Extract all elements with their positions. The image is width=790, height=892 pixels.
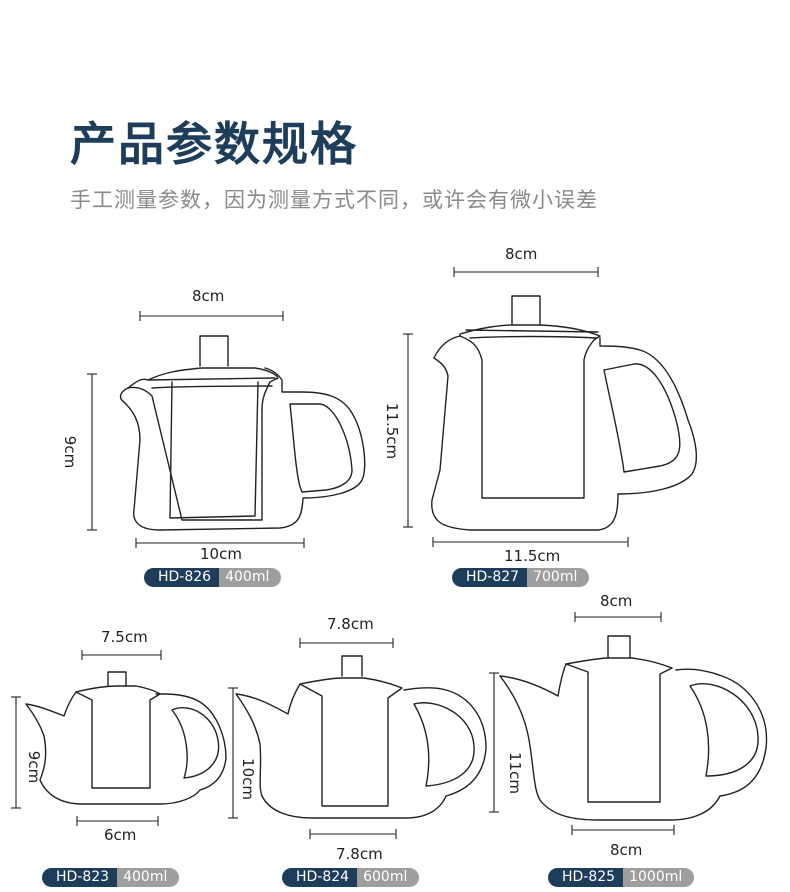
height-label-hd-824: 10cm (238, 758, 257, 800)
capacity: 700ml (527, 568, 590, 587)
teapot-hd-825 (499, 635, 768, 821)
model-name: HD-825 (548, 868, 624, 887)
teapot-hd-824 (235, 655, 487, 819)
model-badge-hd-825: HD-825 1000ml (548, 868, 695, 887)
bottom-width-label-hd-827: 11.5cm (504, 547, 561, 565)
teapot-hd-827 (431, 295, 698, 531)
model-badge-hd-823: HD-823 400ml (42, 868, 180, 887)
model-name: HD-823 (42, 868, 118, 887)
height-label-hd-827: 11.5cm (383, 402, 402, 460)
bottom-width-label-hd-826: 10cm (200, 545, 242, 563)
bottom-width-label-hd-825: 8cm (610, 841, 643, 859)
model-badge-hd-824: HD-824 600ml (282, 868, 420, 887)
top-width-label-hd-827: 8cm (505, 245, 538, 263)
capacity: 400ml (219, 568, 282, 587)
bottom-width-label-hd-824: 7.8cm (336, 845, 383, 863)
capacity: 600ml (357, 868, 420, 887)
teapot-hd-826 (119, 335, 366, 531)
top-width-label-hd-826: 8cm (192, 287, 225, 305)
page-title: 产品参数规格 (70, 117, 358, 171)
bottom-width-label-hd-823: 6cm (104, 826, 137, 844)
height-label-hd-826: 9cm (61, 435, 80, 469)
model-badge-hd-826: HD-826 400ml (144, 568, 282, 587)
model-name: HD-827 (452, 568, 528, 587)
model-name: HD-824 (282, 868, 358, 887)
top-width-label-hd-825: 8cm (600, 592, 633, 610)
capacity: 1000ml (623, 868, 695, 887)
top-width-label-hd-823: 7.5cm (101, 628, 148, 646)
teapot-hd-823 (25, 671, 227, 805)
height-label-hd-825: 11cm (505, 752, 524, 794)
capacity: 400ml (117, 868, 180, 887)
height-label-hd-823: 9cm (25, 750, 44, 784)
model-badge-hd-827: HD-827 700ml (452, 568, 590, 587)
page-subtitle: 手工测量参数，因为测量方式不同，或许会有微小误差 (70, 188, 598, 212)
top-width-label-hd-824: 7.8cm (327, 615, 374, 633)
model-name: HD-826 (144, 568, 220, 587)
